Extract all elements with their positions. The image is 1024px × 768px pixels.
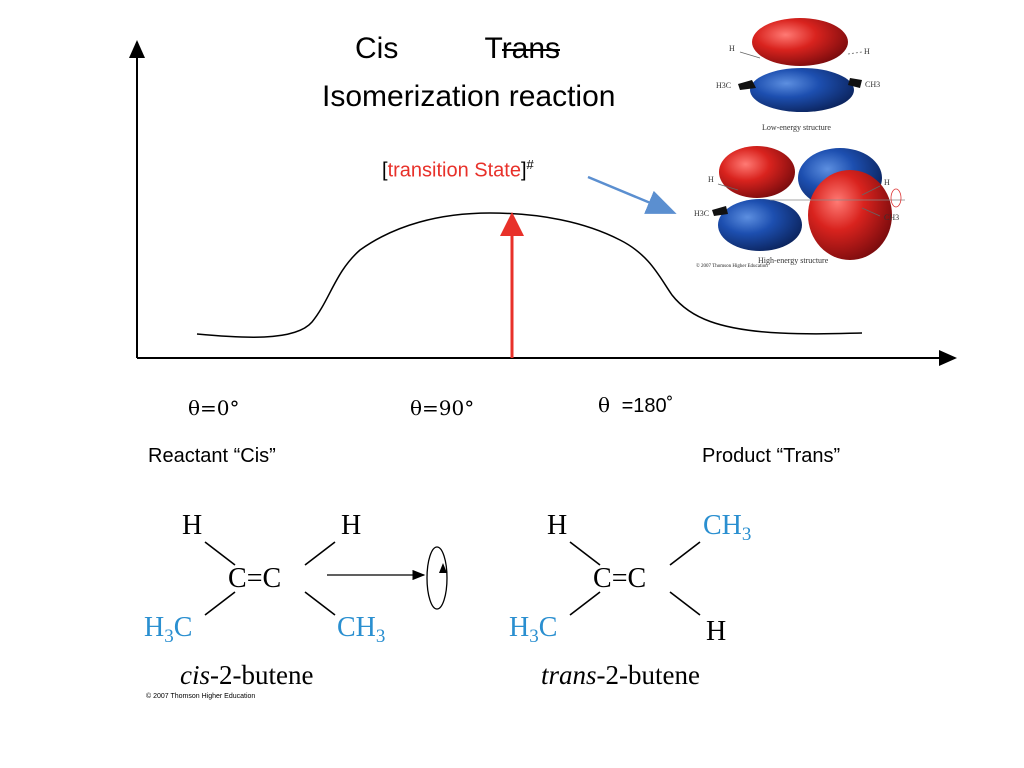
title-trans: Trans [484,32,561,65]
trans-bonds [569,541,701,616]
trans-h-bottom: H [706,616,727,647]
pointer-arrow [587,175,677,214]
cis-c-left: C [228,563,247,594]
energy-curve [196,212,863,339]
cis-h3c-sub: 3 [164,626,174,647]
title-row: Cis Trans [355,32,560,66]
bracket-open: [ [382,159,388,182]
trans-c-right: C [627,563,647,594]
cis-double-bond: = [246,563,263,594]
low-h-right: H [864,47,870,56]
trans-h3c-c: C [538,612,558,643]
low-h-left: H [729,44,735,53]
trans-double-bond: = [611,563,628,594]
trans-ch3-top-sub: 3 [741,524,752,545]
trans-h3c: H3C [509,612,558,647]
product-label: Product “Trans” [702,445,841,467]
trans-c-left: C [593,563,612,594]
cis-h-right: H [341,510,362,541]
high-energy-orbital-image [712,146,905,260]
theta-90-label: θ=90° [410,396,475,420]
trans-ch3-top: CH3 [703,510,751,545]
cis-ch3-ch: CH [337,612,376,643]
trans-h3c-h: H [509,612,530,643]
low-energy-orbital-image [738,18,863,112]
cis-ch3: CH3 [337,612,385,647]
trans-ch3-top-ch: CH [703,510,742,541]
rotation-loop-icon [426,546,448,610]
theta-0-label: θ=0° [188,396,240,420]
trans-caption-rest: -2-butene [596,660,700,690]
trans-h-left: H [547,510,568,541]
theta-180-label: θ =180˚ [598,393,673,418]
cis-carbon-pair: C=C [228,565,281,593]
high-h-right: H [884,178,890,187]
trans-caption-italic: trans [541,660,597,690]
rotation-loop-arrowhead [439,563,447,573]
high-h3c: H3C [694,209,710,218]
trans-h3c-sub: 3 [529,626,539,647]
low-energy-caption: Low-energy structure [762,123,831,132]
low-ch3: CH3 [865,80,881,89]
high-energy-caption: High-energy structure [758,256,829,265]
cis-caption-italic: cis [180,660,210,690]
cis-caption: cis-2-butene [180,660,313,691]
reactant-label: Reactant “Cis” [148,445,276,467]
bracket-close: ] [520,159,527,182]
cis-bonds [204,541,336,616]
title-cis: Cis [355,32,399,65]
trans-carbon-pair: C=C [593,565,646,593]
high-ch3: CH3 [884,213,900,222]
high-copyright: © 2007 Thomson Higher Education [696,264,768,269]
cis-h3c-c: C [173,612,193,643]
theta-180-value: =180˚ [621,395,674,417]
cis-h3c: H3C [144,612,193,647]
low-h3c: H3C [716,81,732,90]
transition-state-superscript: # [526,157,534,172]
cis-c-right: C [262,563,282,594]
copyright-bottom: © 2007 Thomson Higher Education [146,693,256,700]
transition-state-text: transition State [387,159,521,182]
cis-h3c-h: H [144,612,165,643]
high-h-left: H [708,175,714,184]
cis-caption-rest: -2-butene [210,660,314,690]
trans-caption: trans-2-butene [541,660,700,691]
cis-ch3-sub: 3 [375,626,386,647]
cis-h-left: H [182,510,203,541]
transition-state-label: [transition State]# [382,157,534,183]
page-title: Isomerization reaction [322,80,616,113]
theta-symbol: θ [598,393,611,417]
